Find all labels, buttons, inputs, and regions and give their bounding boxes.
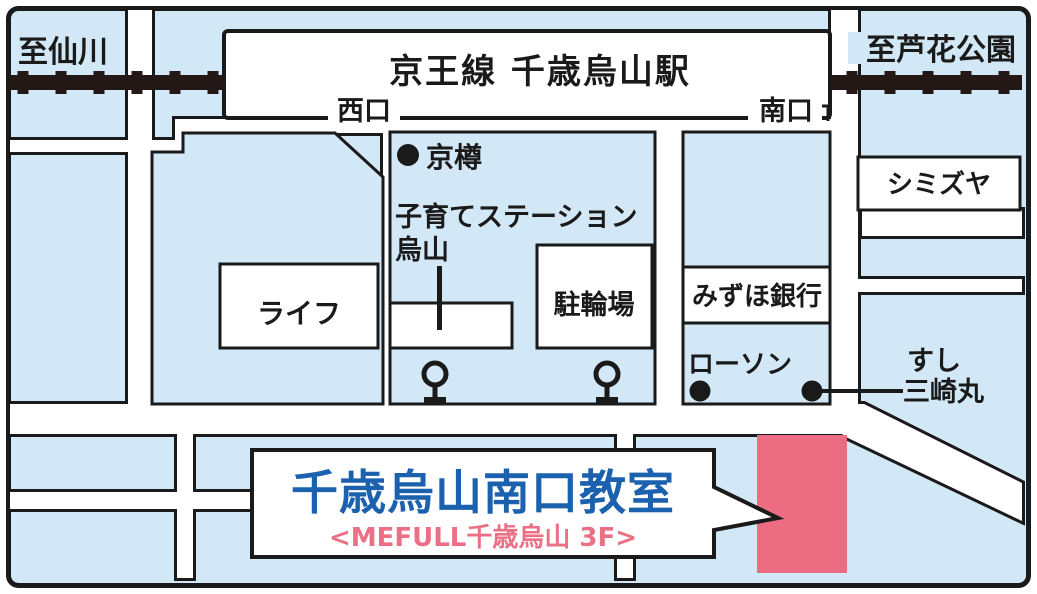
kosodate-pointer-line xyxy=(437,266,442,330)
south-exit-label-bg xyxy=(748,98,822,125)
classroom-name: 千歳烏山南口教室 xyxy=(291,466,675,521)
railway-line xyxy=(10,71,1022,94)
west-exit-label-bg xyxy=(328,98,400,125)
kyotaru-dot-marker xyxy=(397,144,419,166)
lawson-label: ローソン xyxy=(688,350,792,380)
west-exit-label: 西口 xyxy=(337,96,391,127)
direction-sengawa: 至仙川 xyxy=(18,35,108,70)
mizuho-bank-label: みずほ銀行 xyxy=(692,281,822,312)
shimizuya-box xyxy=(856,155,1022,212)
classroom-callout-bubble xyxy=(250,448,785,559)
classroom-building-highlight xyxy=(757,435,847,573)
bicycle-parking-label: 駐輪場 xyxy=(554,289,635,321)
mizuho-bank-box xyxy=(681,265,832,325)
south-exit-label: 南口 xyxy=(759,96,813,127)
direction-rokakoen-bg xyxy=(848,32,1020,64)
railway-ties xyxy=(17,71,1010,94)
traffic-signal-west xyxy=(421,360,449,403)
classroom-building-label: <MEFULL千歳烏山 3F> xyxy=(329,522,637,553)
shimizuya-label: シミズヤ xyxy=(887,169,991,200)
sushi-label-line2: 三崎丸 xyxy=(903,377,984,408)
kyotaru-label: 京樽 xyxy=(426,141,482,174)
life-store-box xyxy=(218,262,380,350)
traffic-signal-east xyxy=(593,360,621,403)
kosodate-station-box xyxy=(388,301,514,350)
south-exit-corner-mark xyxy=(822,104,830,121)
station-name: 京王線 千歳烏山駅 xyxy=(389,52,691,92)
bicycle-parking-box xyxy=(535,243,654,350)
station-building xyxy=(222,29,832,120)
sushi-label-line1: すし xyxy=(907,346,961,377)
life-store-label: ライフ xyxy=(257,297,341,330)
lawson-dot-marker xyxy=(689,380,711,402)
kosodate-label-line2: 烏山 xyxy=(395,235,449,266)
sushi-pointer-line xyxy=(812,389,903,393)
kosodate-label-line1: 子育てステーション xyxy=(395,201,637,233)
direction-rokakoen: 至芦花公園 xyxy=(866,33,1016,68)
